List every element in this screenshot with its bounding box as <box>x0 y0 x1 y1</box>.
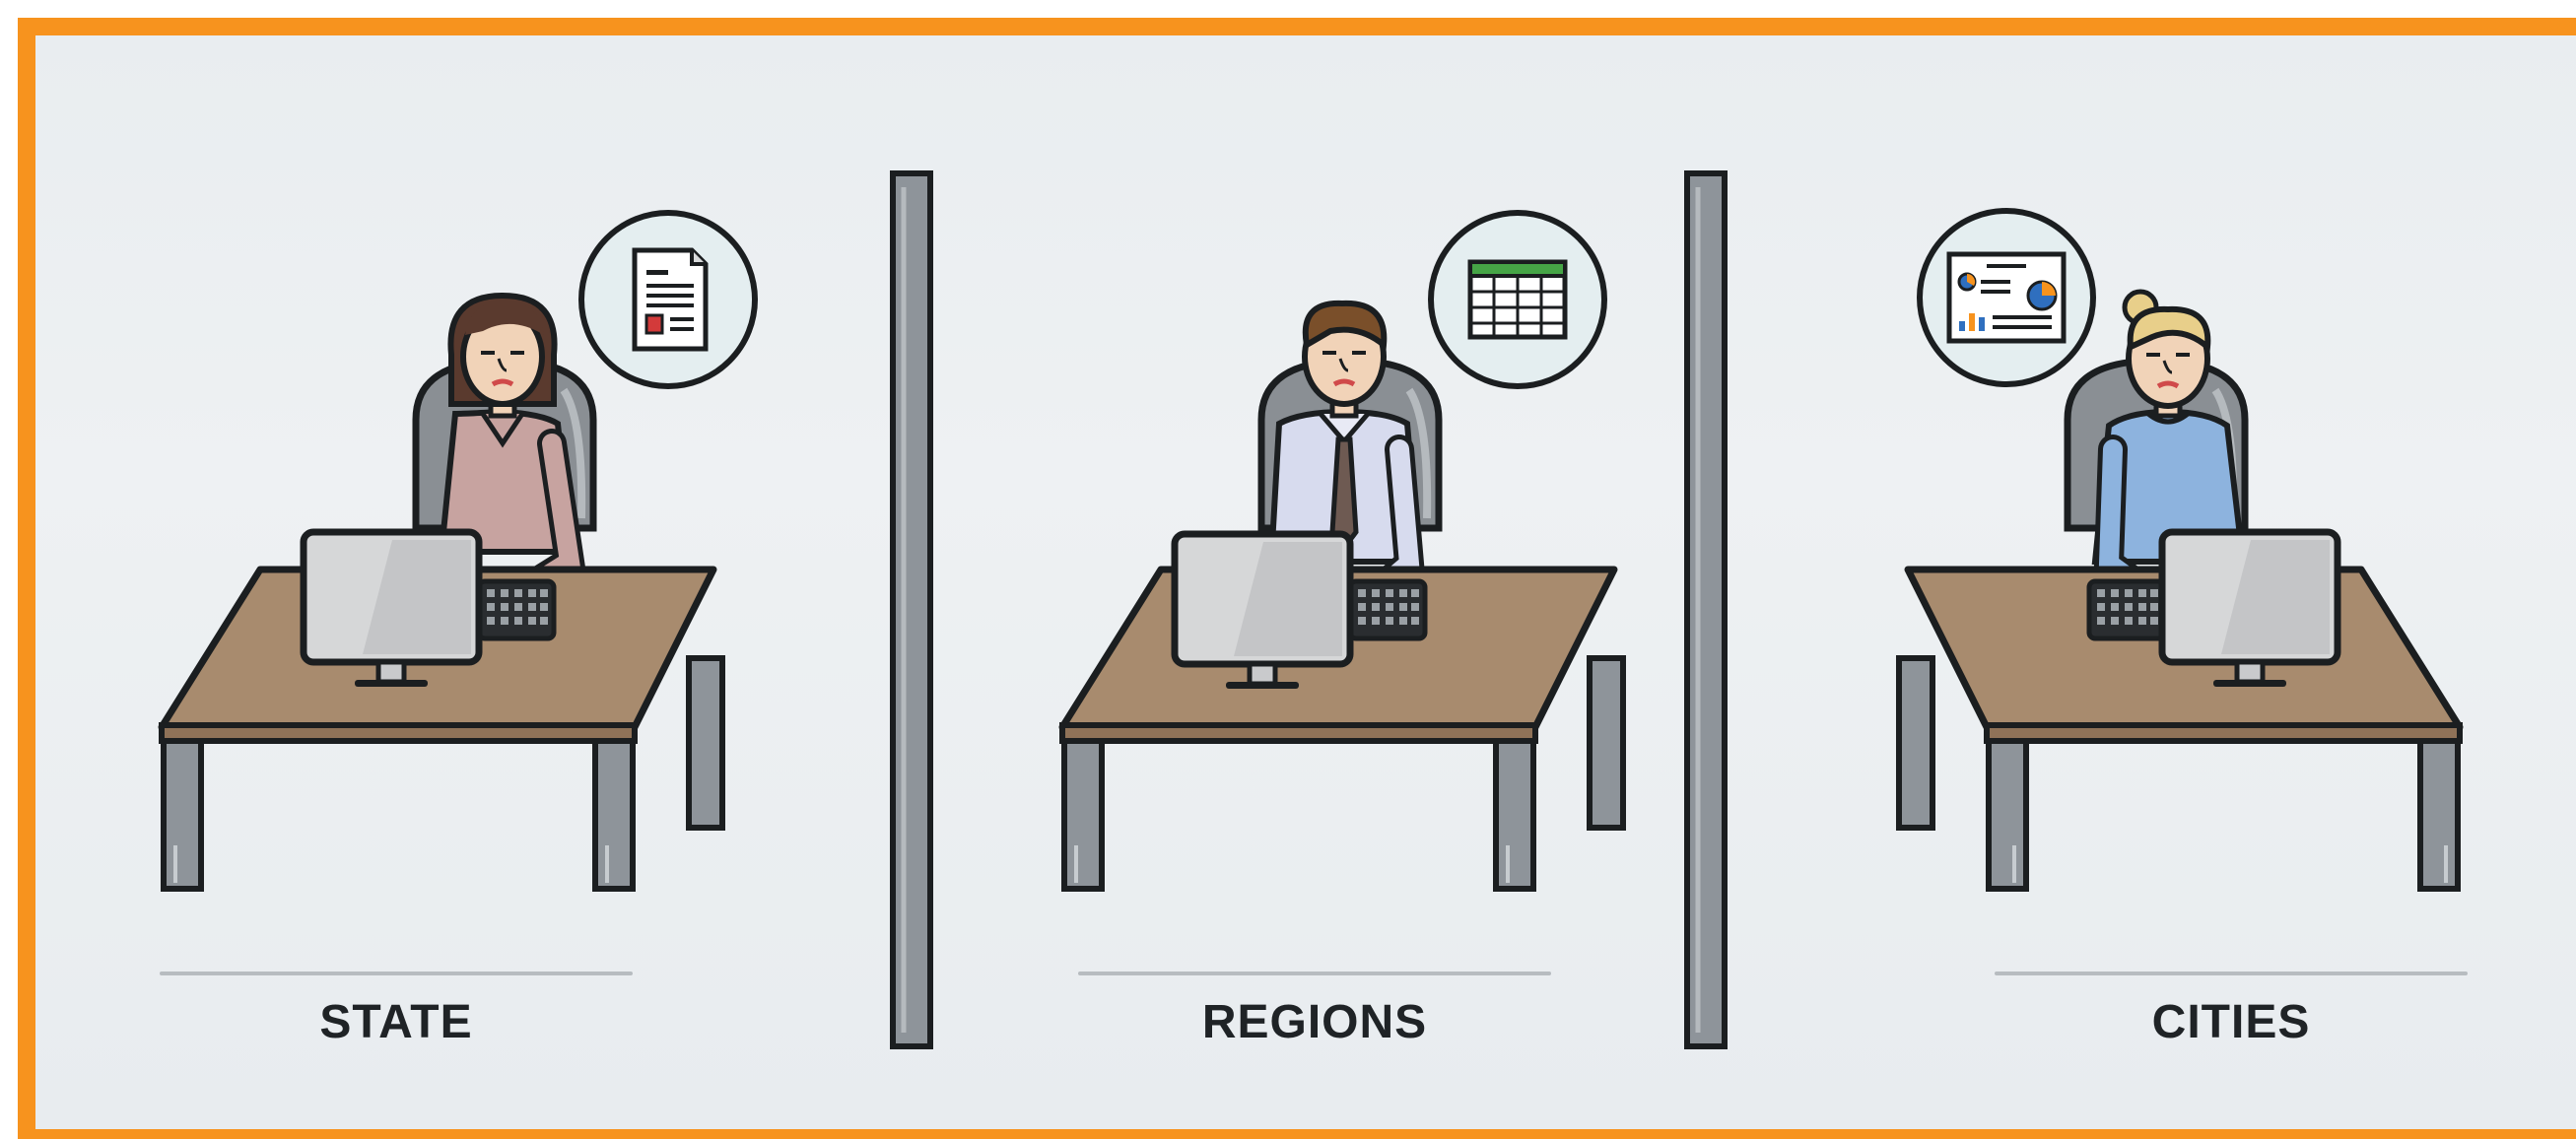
computer-monitor <box>2162 532 2338 687</box>
station-regions <box>1062 213 1623 889</box>
person-woman-brown-hair <box>438 292 586 606</box>
keyboard <box>2089 581 2164 638</box>
label-cities: CITIES <box>2151 996 2311 1048</box>
divider-right <box>1684 170 1728 1049</box>
person-man-with-tie <box>1267 300 1425 612</box>
keyboard <box>479 581 554 638</box>
computer-monitor <box>304 532 479 687</box>
label-regions: REGIONS <box>1201 996 1428 1048</box>
baseline-rule <box>1078 972 1551 975</box>
station-cities <box>1899 211 2460 889</box>
computer-monitor <box>1175 534 1350 689</box>
document-icon <box>581 213 755 386</box>
dashboard-icon <box>1920 211 2093 384</box>
label-state: STATE <box>319 996 473 1048</box>
baseline-rule <box>1995 972 2468 975</box>
divider-left <box>890 170 933 1049</box>
baseline-rule <box>160 972 633 975</box>
station-state <box>162 213 755 889</box>
spreadsheet-icon <box>1431 213 1604 386</box>
keyboard <box>1350 581 1425 638</box>
